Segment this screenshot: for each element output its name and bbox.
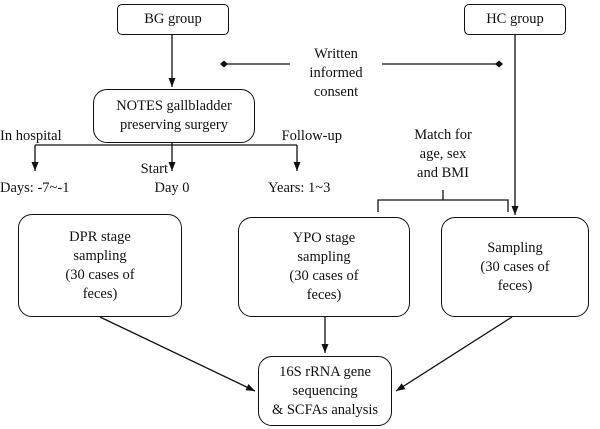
consent-label: Written informed consent — [309, 46, 363, 100]
bg-group-box: BG group — [117, 4, 229, 35]
dpr-sampling-box: DPR stage sampling (30 cases of feces) — [18, 214, 182, 317]
day-zero-label: Day 0 — [154, 180, 190, 196]
consent-diamond-right — [495, 60, 503, 68]
ypo-sampling-box: YPO stage sampling (30 cases of feces) — [238, 217, 410, 317]
years-label: Years: 1~3 — [268, 180, 331, 196]
start-label: Start — [140, 161, 168, 177]
match-bracket — [377, 190, 509, 212]
arrow-hc-sampling-to-analysis — [395, 316, 513, 392]
hc-sampling-box: Sampling (30 cases of feces) — [441, 217, 589, 317]
analysis-box: 16S rRNA gene sequencing & SCFAs analysi… — [258, 356, 392, 426]
follow-up-label: Follow-up — [281, 128, 342, 144]
in-hospital-label: In hospital — [0, 128, 62, 144]
match-label: Match for age, sex and BMI — [414, 127, 472, 181]
notes-surgery-box: NOTES gallbladder preserving surgery — [93, 89, 255, 143]
arrow-dpr-to-analysis — [99, 316, 256, 392]
days-pre-label: Days: -7~-1 — [0, 180, 70, 196]
consent-diamond-left — [220, 60, 228, 68]
hc-group-box: HC group — [464, 4, 566, 35]
